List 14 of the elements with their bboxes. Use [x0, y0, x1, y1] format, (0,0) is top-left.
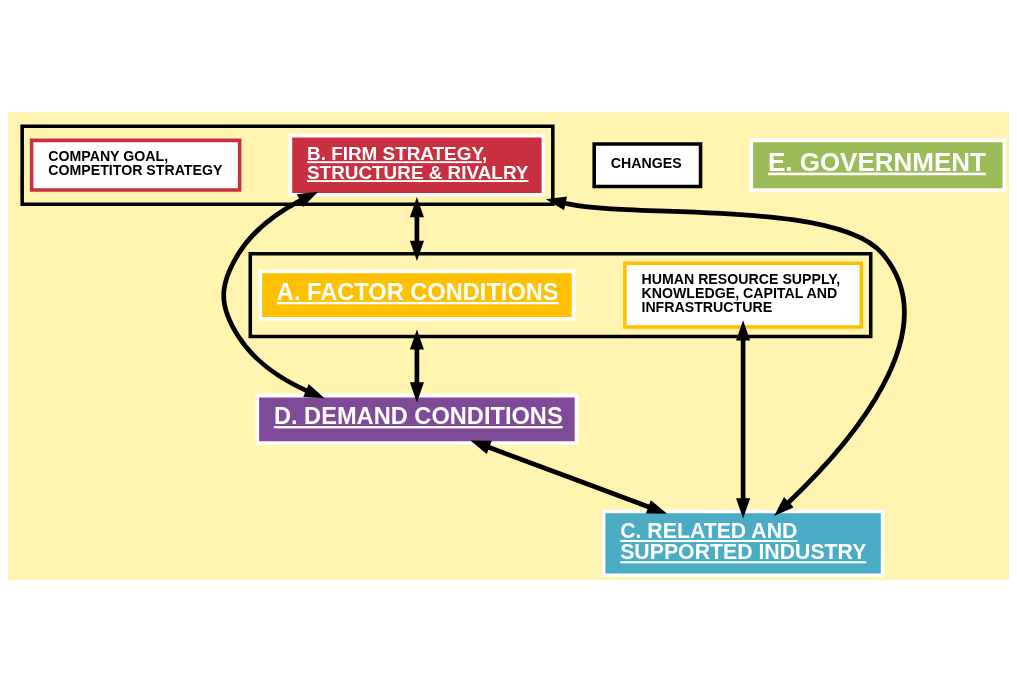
node-box: COMPANY GOAL, COMPETITOR STRATEGY [29, 138, 242, 192]
arrow [221, 191, 325, 399]
node-box: B. FIRM STRATEGY, STRUCTURE & RIVALRY [288, 133, 546, 197]
arrow [736, 320, 751, 519]
arrow [470, 440, 668, 514]
arrow [409, 329, 424, 403]
node-box: A. FACTOR CONDITIONS [258, 269, 576, 321]
node-box: E. GOVERNMENT [749, 138, 1007, 192]
arrow [545, 196, 907, 516]
node-box: C. RELATED AND SUPPORTED INDUSTRY [601, 509, 885, 578]
arrow [409, 197, 424, 261]
node-box: CHANGES [592, 142, 703, 189]
node-box: D. DEMAND CONDITIONS [255, 393, 579, 445]
node-box: HUMAN RESOURCE SUPPLY, KNOWLEDGE, CAPITAL AND INFRASTRUCTURE [623, 261, 864, 329]
